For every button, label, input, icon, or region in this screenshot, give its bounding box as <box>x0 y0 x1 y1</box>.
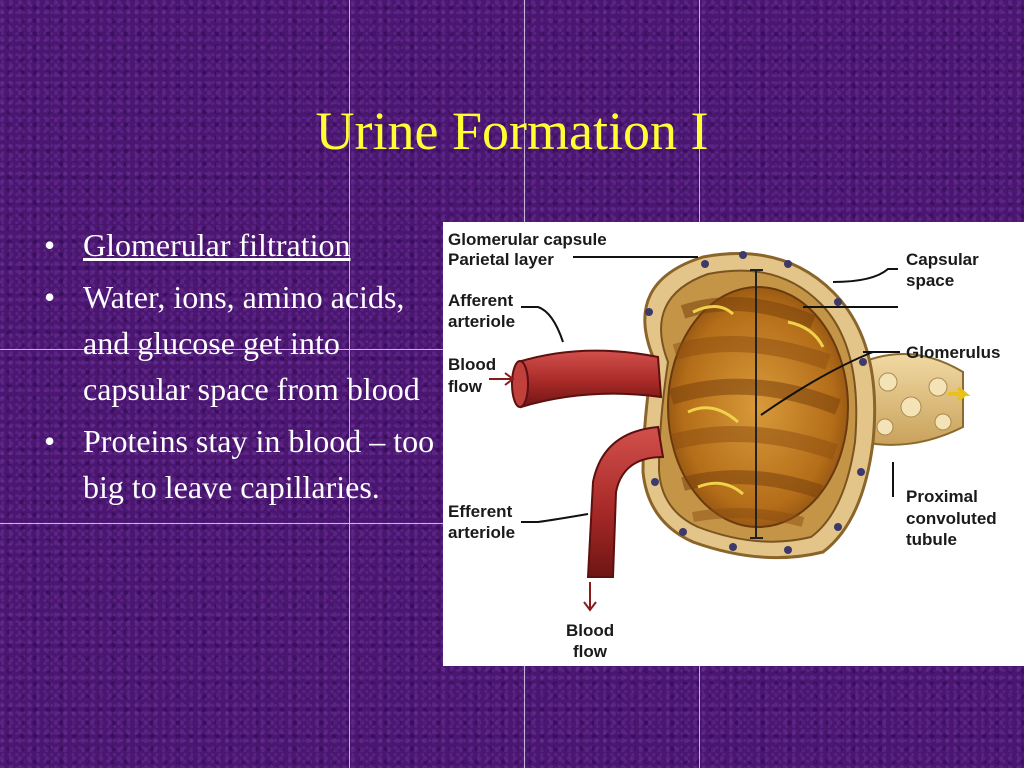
label-capsular-space: space <box>906 271 954 290</box>
label-tubule: tubule <box>906 530 957 549</box>
glomerulus-shape <box>667 286 849 528</box>
grid-line-h1 <box>0 349 443 350</box>
label-blood-flow-out-2: flow <box>573 642 608 661</box>
grid-line-h2 <box>0 523 443 524</box>
efferent-arteriole-shape <box>586 425 665 578</box>
label-blood-flow-in: Blood <box>448 355 496 374</box>
bullet-item: • Proteins stay in blood – too big to le… <box>40 418 440 510</box>
afferent-arteriole-shape <box>511 349 663 409</box>
bullet-list: • Glomerular filtration • Water, ions, a… <box>40 222 440 516</box>
leader-lines <box>521 256 900 523</box>
label-efferent-arteriole: arteriole <box>448 523 515 542</box>
bullet-item: • Water, ions, amino acids, and glucose … <box>40 274 440 412</box>
blood-flow-out-arrow <box>583 582 597 612</box>
renal-corpuscle-diagram: Glomerular capsule Parietal layer Affere… <box>448 230 1000 661</box>
renal-corpuscle-figure: Glomerular capsule Parietal layer Affere… <box>443 222 1024 666</box>
bullet-dot: • <box>44 279 56 315</box>
blood-flow-in-arrow <box>489 372 515 386</box>
label-glomerular-capsule: Glomerular capsule <box>448 230 607 249</box>
bullet-dot: • <box>44 227 56 263</box>
label-afferent: Afferent <box>448 291 514 310</box>
label-afferent-arteriole: arteriole <box>448 312 515 331</box>
slide-title: Urine Formation I <box>315 101 709 161</box>
label-glomerulus: Glomerulus <box>906 343 1000 362</box>
bracket-line <box>750 269 763 539</box>
grid-line-v1 <box>349 0 350 768</box>
label-parietal-layer: Parietal layer <box>448 250 554 269</box>
label-capsular: Capsular <box>906 250 979 269</box>
bullet-dot: • <box>44 423 56 459</box>
bullet-text: Glomerular filtration <box>83 227 351 263</box>
proximal-tubule-shape <box>862 353 971 446</box>
label-proximal: Proximal <box>906 487 978 506</box>
label-blood-flow-out: Blood <box>566 621 614 640</box>
bullet-text: Water, ions, amino acids, and glucose ge… <box>83 279 420 407</box>
label-efferent: Efferent <box>448 502 513 521</box>
label-convoluted: convoluted <box>906 509 997 528</box>
bullet-text: Proteins stay in blood – too big to leav… <box>83 423 435 505</box>
label-blood-flow-in-2: flow <box>448 377 483 396</box>
bullet-item: • Glomerular filtration <box>40 222 440 268</box>
